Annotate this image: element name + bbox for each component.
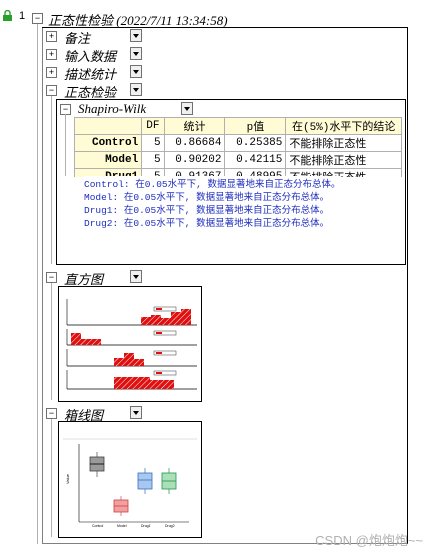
- boxplot-cat-control: Control: [92, 524, 104, 528]
- shapiro-title: Shapiro-Wilk: [78, 101, 147, 116]
- tree-line-shapiro: [65, 114, 66, 176]
- root-group-top: [42, 27, 407, 28]
- histogram-dropdown[interactable]: [130, 270, 142, 283]
- root-index: 1: [19, 10, 26, 22]
- note-drug1: Drug1: 在0.05水平下, 数据显著地来自正态分布总体。: [84, 205, 330, 216]
- lock-icon: [2, 9, 12, 21]
- table-row: Drug1 5 0.91367 0.48995 不能排除正态性: [74, 168, 402, 177]
- section-histogram: 直方图: [64, 272, 104, 287]
- root-group-frame: [42, 27, 408, 544]
- expand-notes-toggle[interactable]: +: [46, 31, 57, 42]
- histogram-thumbnail[interactable]: [58, 286, 202, 402]
- tree-line-normality: [51, 96, 52, 264]
- normality-test-dropdown[interactable]: [130, 83, 142, 96]
- table-header-stat: 统计: [163, 117, 226, 135]
- row-name: Control: [74, 134, 143, 152]
- boxplot-cat-drug1: Drug1: [141, 524, 151, 528]
- table-header-conclusion: 在(5%)水平下的结论: [285, 117, 402, 135]
- row-stat: 0.86684: [163, 134, 226, 152]
- collapse-normality-toggle[interactable]: −: [46, 85, 57, 96]
- boxplot-thumbnail[interactable]: Value Control Model Drug1 Drug2: [58, 421, 202, 538]
- boxplot-cat-model: Model: [117, 524, 127, 528]
- note-control: Control: 在0.05水平下, 数据显著地来自正态分布总体。: [84, 176, 341, 190]
- tree-line-root: [37, 24, 38, 544]
- section-normality-test: 正态检验: [64, 85, 117, 100]
- boxplot-ylabel: Value: [65, 473, 70, 484]
- notes-dropdown[interactable]: [130, 29, 142, 42]
- row-df: 5: [141, 168, 165, 177]
- note-model: Model: 在0.05水平下, 数据显著地来自正态分布总体。: [84, 192, 330, 203]
- table-row: Model 5 0.90202 0.42115 不能排除正态性: [74, 151, 402, 169]
- tree-line-boxplot: [51, 419, 52, 537]
- boxplot-dropdown[interactable]: [130, 406, 142, 419]
- shapiro-table-wrap: DF 统计 p值 在(5%)水平下的结论 Control 5 0.86684 0…: [74, 117, 402, 177]
- row-name: Model: [74, 151, 143, 169]
- watermark: CSDN @炮炮炮~~: [315, 533, 423, 548]
- shapiro-dropdown[interactable]: [181, 102, 193, 115]
- boxplot-cat-drug2: Drug2: [165, 524, 175, 528]
- collapse-histogram-toggle[interactable]: −: [46, 272, 57, 283]
- row-conclusion: 不能排除正态性: [285, 151, 402, 169]
- collapse-root-toggle[interactable]: −: [32, 13, 43, 24]
- row-conclusion: 不能排除正态性: [285, 134, 402, 152]
- row-p: 0.42115: [224, 151, 287, 169]
- row-conclusion: 不能排除正态性: [285, 168, 402, 177]
- section-input-data: 输入数据: [64, 49, 117, 64]
- table-header-row: DF 统计 p值 在(5%)水平下的结论: [74, 117, 402, 135]
- expand-input-toggle[interactable]: +: [46, 49, 57, 60]
- input-data-dropdown[interactable]: [130, 47, 142, 60]
- table-header-p: p值: [224, 117, 287, 135]
- shapiro-table: DF 统计 p值 在(5%)水平下的结论 Control 5 0.86684 0…: [74, 117, 402, 177]
- expand-descriptive-toggle[interactable]: +: [46, 67, 57, 78]
- note-drug2: Drug2: 在0.05水平下, 数据显著地来自正态分布总体。: [84, 218, 330, 229]
- section-boxplot: 箱线图: [64, 408, 104, 423]
- row-p: 0.48995: [224, 168, 287, 177]
- section-notes: 备注: [64, 31, 91, 46]
- row-p: 0.25385: [224, 134, 287, 152]
- tree-line-histogram: [51, 283, 52, 400]
- row-df: 5: [141, 151, 165, 169]
- section-descriptive-stats: 描述统计: [64, 67, 117, 82]
- row-df: 5: [141, 134, 165, 152]
- normality-group-frame: [56, 99, 406, 265]
- descriptive-stats-dropdown[interactable]: [130, 65, 142, 78]
- collapse-boxplot-toggle[interactable]: −: [46, 408, 57, 419]
- table-header-corner: [74, 117, 143, 135]
- table-row: Control 5 0.86684 0.25385 不能排除正态性: [74, 134, 402, 152]
- row-stat: 0.90202: [163, 151, 226, 169]
- table-header-df: DF: [141, 117, 165, 135]
- root-title: 正态性检验 (2022/7/11 13:34:58): [48, 13, 228, 28]
